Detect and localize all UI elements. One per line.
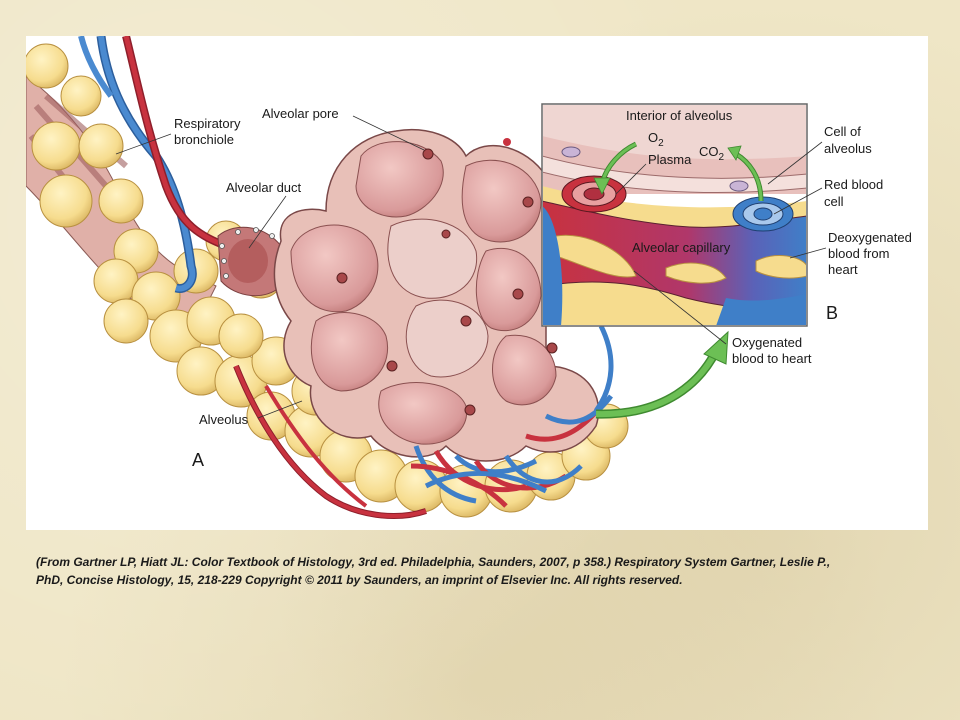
alveolar-duct — [217, 226, 282, 297]
respiratory-bronchiole-label: Respiratory bronchiole — [174, 116, 244, 147]
figure-caption: (From Gartner LP, Hiatt JL: Color Textbo… — [36, 553, 924, 589]
bronchiole-tree — [26, 36, 629, 519]
alveolar-capillary-label: Alveolar capillary — [632, 240, 731, 255]
interior-of-alveolus-label: Interior of alveolus — [626, 108, 733, 123]
alveolus-label: Alveolus — [199, 412, 249, 427]
panel-a-label: A — [192, 450, 204, 470]
o2-label: O2 — [648, 130, 664, 149]
deoxygenated-label: Deoxygenated blood from heart — [828, 230, 915, 277]
alveolar-duct-label: Alveolar duct — [226, 180, 302, 195]
cell-of-alveolus-label: Cell of alveolus — [824, 124, 872, 156]
co2-label: CO2 — [699, 144, 725, 163]
caption-line-1: (From Gartner LP, Hiatt JL: Color Textbo… — [36, 555, 831, 569]
leader-lines-b — [615, 141, 827, 345]
oxygenated-label: Oxygenated blood to heart — [732, 335, 812, 366]
alveolar-pore-label: Alveolar pore — [262, 106, 339, 121]
red-blood-cell-label: Red blood cell — [824, 177, 887, 209]
panel-b-label: B — [826, 303, 838, 323]
alveolar-sac — [273, 129, 614, 508]
capillary-inset — [541, 103, 808, 327]
plasma-label: Plasma — [648, 152, 692, 167]
alveoli-diagram: Respiratory bronchiole Alveolar pore Alv… — [26, 36, 928, 530]
caption-line-2: PhD, Concise Histology, 15, 218-229 Copy… — [36, 573, 683, 587]
leader-lines-a — [115, 115, 425, 419]
